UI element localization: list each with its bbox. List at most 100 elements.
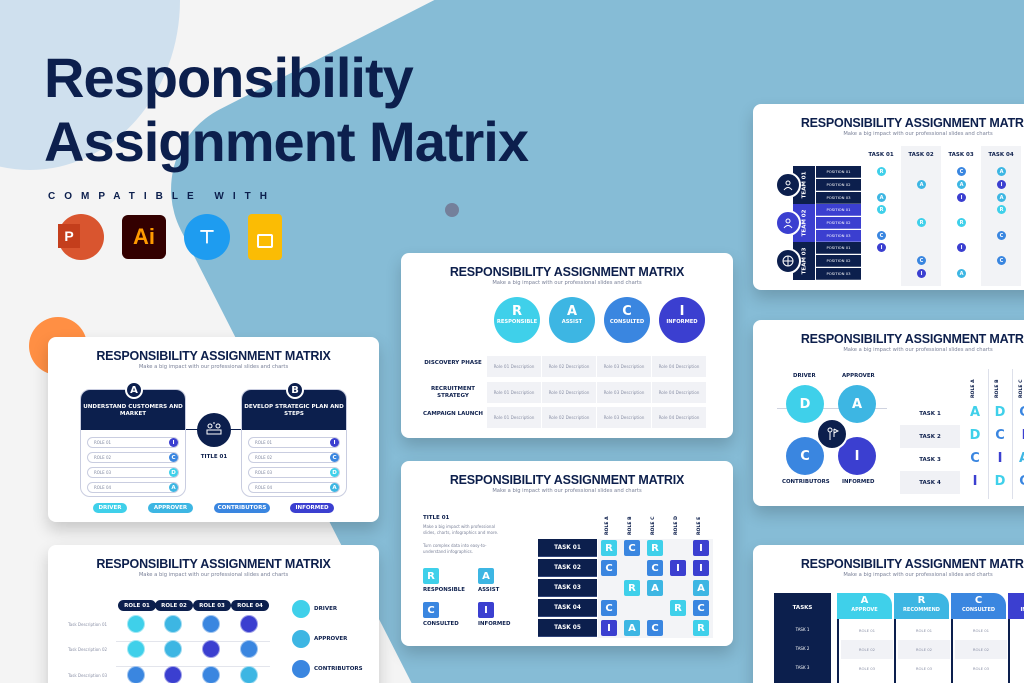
matrix-dot: C <box>997 231 1006 240</box>
hero-title-line1: Responsibility <box>44 46 414 109</box>
slide-preview-raci-circles[interactable]: RESPONSIBILITY ASSIGNMENT MATRIX Make a … <box>401 253 733 438</box>
matrix-dot: A <box>957 269 966 278</box>
desc-cell: Role 03 Description <box>597 407 651 428</box>
driver-icon <box>127 615 145 633</box>
grid-cell: R <box>647 540 663 556</box>
cell-letter: C <box>1019 405 1024 420</box>
desc-cell: Role 04 Description <box>652 407 706 428</box>
cell-letter: I <box>997 451 1003 466</box>
app-icons: P Ai ⊤ <box>58 214 282 260</box>
row-label: DISCOVERY PHASE <box>424 360 482 366</box>
matrix-dot: A <box>997 193 1006 202</box>
driver-icon <box>292 600 310 618</box>
matrix-dot: C <box>877 231 886 240</box>
matrix-dot: I <box>957 243 966 252</box>
cell-letter: C <box>995 428 1005 443</box>
role-pill: ROLE 03 <box>193 600 231 611</box>
circle-approver: A <box>838 385 876 423</box>
legend-r: R <box>423 568 439 584</box>
pill-driver: DRIVER <box>93 503 127 513</box>
slide-preview-task-grid[interactable]: RESPONSIBILITY ASSIGNMENT MATRIX Make a … <box>401 461 733 646</box>
grid-cell: I <box>601 620 617 636</box>
slide-title: RESPONSIBILITY ASSIGNMENT MATRIX <box>449 265 685 279</box>
grid-cell: R <box>693 620 709 636</box>
badge-a: A <box>125 381 143 399</box>
grid-cell: I <box>693 540 709 556</box>
contributors-icon <box>240 640 258 658</box>
role-pill: ROLE 01 <box>118 600 156 611</box>
task-label: TASK 05 <box>538 619 597 637</box>
desc-cell: Role 01 Description <box>487 356 541 377</box>
cell-letter: I <box>972 474 978 489</box>
tasks-header: TASKS <box>792 605 813 611</box>
circle-driver: D <box>786 385 824 423</box>
task-label: TASK 2 <box>795 646 810 651</box>
desc-cell: Role 01 Description <box>487 407 541 428</box>
task-label: TASK 1 <box>795 627 810 632</box>
cell-letter: D <box>994 405 1006 420</box>
powerpoint-icon: P <box>58 214 104 260</box>
slide-title: RESPONSIBILITY ASSIGNMENT MATRIX <box>800 116 1024 130</box>
task-desc: Task Description 01 <box>68 622 108 627</box>
circle-label: DRIVER <box>793 373 816 379</box>
role-cell: ROLE 03 <box>858 666 876 671</box>
matrix-dot: I <box>877 243 886 252</box>
legend-label: DRIVER <box>314 606 338 612</box>
hero-title-line2: Assignment Matrix <box>44 110 529 173</box>
slide-subtitle: Make a big impact with our professional … <box>843 572 993 578</box>
task-label: TASK 1 <box>919 410 941 417</box>
cell-letter: D <box>994 474 1006 489</box>
pill-contributors: CONTRIBUTORS <box>214 503 270 513</box>
flag-people-icon <box>816 418 848 450</box>
task-header: TASK 02 <box>908 152 934 158</box>
side-text: Make a big impact with professional slid… <box>423 524 499 535</box>
matrix-dot: A <box>997 167 1006 176</box>
legend-i: I <box>478 602 494 618</box>
slide-title: RESPONSIBILITY ASSIGNMENT MATRIX <box>96 557 331 571</box>
badge-b: B <box>286 381 304 399</box>
matrix-dot: C <box>957 167 966 176</box>
grid-cell: R <box>601 540 617 556</box>
task-label: TASK 3 <box>919 456 941 463</box>
side-text: Turn complex data into easy-to-understan… <box>423 543 487 554</box>
slide-preview-arci-columns[interactable]: RESPONSIBILITY ASSIGNMENT MATRIX Make a … <box>753 545 1024 683</box>
matrix-dot: A <box>877 193 886 202</box>
compatible-label: COMPATIBLE WITH <box>48 191 276 202</box>
matrix-dot: C <box>917 256 926 265</box>
slide-preview-daci[interactable]: RESPONSIBILITY ASSIGNMENT MATRIX Make a … <box>753 320 1024 506</box>
role-cell: ROLE 01 <box>972 628 990 633</box>
approver-icon <box>164 640 182 658</box>
cell-letter: C <box>1019 474 1024 489</box>
slide-title: RESPONSIBILITY ASSIGNMENT MATRIX <box>800 557 1024 571</box>
grid-cell: C <box>647 560 663 576</box>
desc-cell: Role 02 Description <box>542 382 596 403</box>
matrix-dot: R <box>997 205 1006 214</box>
position-label: POSITION 01 <box>816 242 861 254</box>
desc-cell: Role 02 Description <box>542 356 596 377</box>
task-desc: Task Description 02 <box>68 647 108 652</box>
slide-preview-teams[interactable]: RESPONSIBILITY ASSIGNMENT MATRIX Make a … <box>753 104 1024 290</box>
side-title: TITLE 01 <box>423 515 450 521</box>
approver-icon <box>292 630 310 648</box>
slide-preview-dual-box[interactable]: RESPONSIBILITY ASSIGNMENT MATRIX Make a … <box>48 337 379 522</box>
informed-icon <box>202 640 220 658</box>
task-header: TASK 03 <box>948 152 974 158</box>
cell-letter: A <box>969 405 981 420</box>
grid-cell: R <box>670 600 686 616</box>
grid-cell: A <box>693 580 709 596</box>
cell-letter: A <box>1013 451 1024 466</box>
position-label: POSITION 01 <box>816 166 861 178</box>
grid-cell: C <box>624 540 640 556</box>
hero-title: Responsibility Assignment Matrix <box>44 46 529 174</box>
slide-subtitle: Make a big impact with our professional … <box>138 572 289 578</box>
slide-preview-icon-matrix[interactable]: RESPONSIBILITY ASSIGNMENT MATRIX Make a … <box>48 545 379 683</box>
center-label: TITLE 01 <box>200 454 228 460</box>
grid-cell: I <box>693 560 709 576</box>
task-label: TASK 4 <box>900 471 960 494</box>
